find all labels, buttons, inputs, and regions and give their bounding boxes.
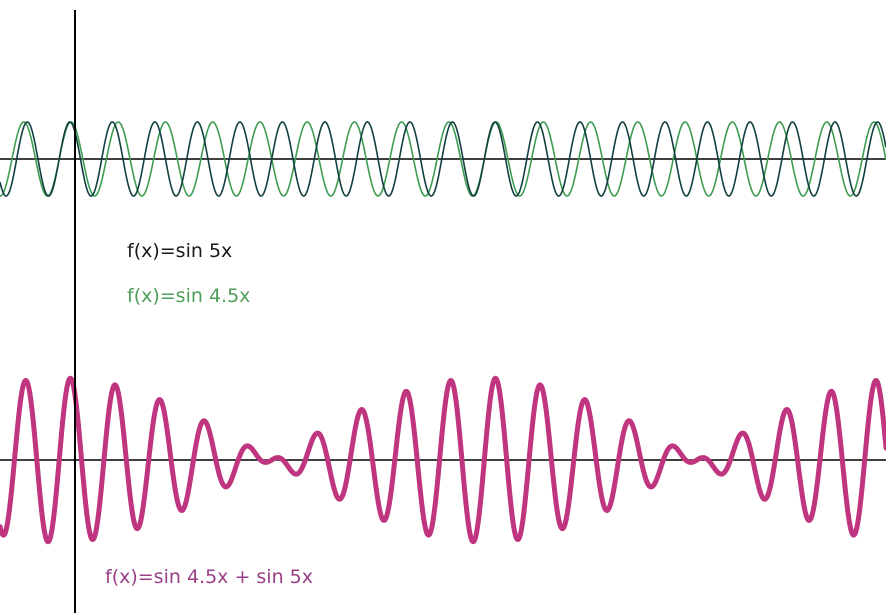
series-sin-4-5x-line [0, 121, 886, 197]
series-sin-5x-line [0, 121, 886, 197]
legend-sin-5x: f(x)=sin 5x [127, 240, 232, 262]
legend-sin-4-5x: f(x)=sin 4.5x [127, 285, 250, 307]
series-sum-line [0, 375, 886, 545]
legend-sum: f(x)=sin 4.5x + sin 5x [105, 566, 313, 588]
bottom-chart: f(x)=sin 4.5x + sin 5x [0, 375, 886, 588]
top-chart: f(x)=sin 5x f(x)=sin 4.5x [0, 121, 886, 307]
